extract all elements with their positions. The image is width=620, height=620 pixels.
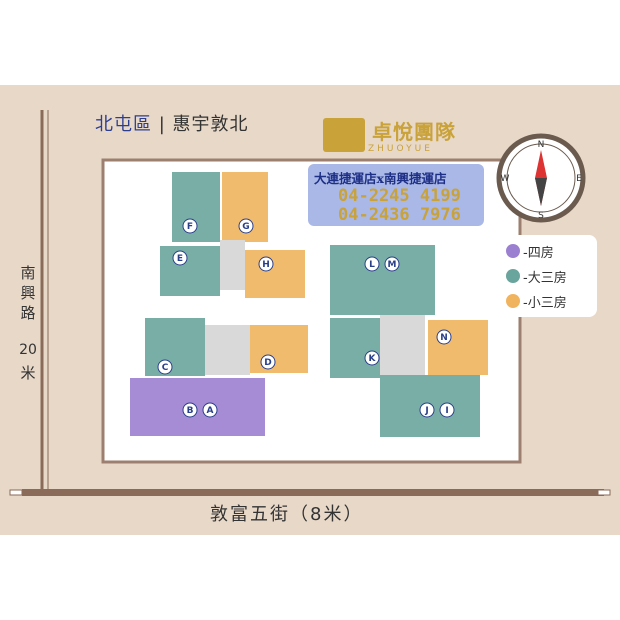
phone-number-1: 04-2245 4199	[338, 186, 461, 206]
legend-dot-icon	[506, 294, 520, 308]
building-cdba	[130, 318, 308, 436]
west-road-width: 20	[19, 342, 37, 358]
unit-marker-m	[384, 256, 400, 272]
unit-marker-i	[439, 402, 455, 418]
unit-marker-n	[436, 329, 452, 345]
store-name: 大連捷運店x南興捷運店	[314, 171, 447, 186]
compass-w: W	[501, 174, 510, 184]
compass-s: S	[538, 211, 544, 221]
unit-marker-k	[364, 350, 380, 366]
legend-label: -四房	[523, 245, 554, 261]
west-road-unit: 米	[20, 364, 36, 382]
legend-dot-icon	[506, 244, 520, 258]
unit-label-b: B	[187, 406, 194, 416]
brand-logo-icon	[323, 118, 365, 152]
core-cdba	[205, 325, 250, 375]
legend-item-four-room: -四房	[506, 241, 554, 261]
unit-c-block	[145, 318, 205, 376]
unit-markers: A B C D E F G H I J K L M N	[157, 218, 455, 418]
unit-label-c: C	[162, 363, 169, 373]
unit-marker-a	[202, 402, 218, 418]
phone-number-2: 04-2436 7976	[338, 205, 461, 225]
unit-label-h: H	[262, 260, 270, 270]
unit-label-m: M	[388, 260, 397, 270]
unit-label-f: F	[187, 222, 193, 232]
unit-label-n: N	[440, 333, 448, 343]
district-name: 北屯區	[95, 114, 152, 135]
core-right	[380, 315, 425, 375]
unit-n-block	[428, 320, 488, 375]
unit-marker-l	[364, 256, 380, 272]
core-fgeh	[220, 240, 245, 290]
unit-label-a: A	[207, 406, 214, 416]
west-road-char-2: 興	[20, 284, 36, 302]
unit-marker-j	[419, 402, 435, 418]
page-title: 北屯區 | 惠宇敦北	[95, 110, 249, 136]
unit-label-i: I	[445, 406, 448, 416]
unit-h-block	[245, 250, 305, 298]
unit-marker-h	[258, 256, 274, 272]
unit-marker-f	[182, 218, 198, 234]
legend: -四房 -大三房 -小三房	[499, 235, 597, 317]
legend-dot-icon	[506, 269, 520, 283]
unit-marker-g	[238, 218, 254, 234]
brand-sub: ZHUOYUE	[368, 144, 433, 154]
project-name: 惠宇敦北	[172, 114, 249, 135]
south-road-label: 敦富五街（8米）	[210, 504, 364, 525]
compass: N S E W	[496, 133, 586, 223]
unit-label-g: G	[242, 222, 249, 232]
unit-marker-d	[260, 354, 276, 370]
compass-n: N	[538, 140, 545, 150]
unit-label-k: K	[369, 354, 377, 364]
unit-d-block	[250, 325, 308, 373]
legend-label: -大三房	[523, 270, 567, 286]
west-road-char-1: 南	[20, 264, 36, 282]
unit-marker-e	[172, 250, 188, 266]
legend-item-small-three: -小三房	[506, 291, 567, 311]
legend-item-large-three: -大三房	[506, 266, 567, 286]
unit-marker-c	[157, 359, 173, 375]
unit-marker-b	[182, 402, 198, 418]
unit-lm-block	[330, 245, 435, 315]
unit-label-d: D	[264, 358, 271, 368]
legend-label: -小三房	[523, 295, 567, 311]
west-road-char-3: 路	[20, 304, 36, 322]
title-separator: |	[158, 114, 166, 135]
building-lmkjin	[330, 245, 488, 437]
unit-label-e: E	[177, 254, 183, 264]
unit-f-block	[172, 172, 220, 242]
unit-label-j: J	[424, 406, 428, 416]
unit-e-block	[160, 246, 220, 296]
unit-label-l: L	[369, 260, 375, 270]
brand-name: 卓悅團隊	[372, 120, 456, 144]
building-fgeh	[160, 172, 305, 298]
unit-k-block	[330, 318, 380, 378]
south-road-line	[22, 489, 604, 496]
unit-ab-block	[130, 378, 265, 436]
compass-e: E	[576, 174, 582, 184]
contact-box: 大連捷運店x南興捷運店 04-2245 4199 04-2436 7976	[308, 164, 484, 226]
